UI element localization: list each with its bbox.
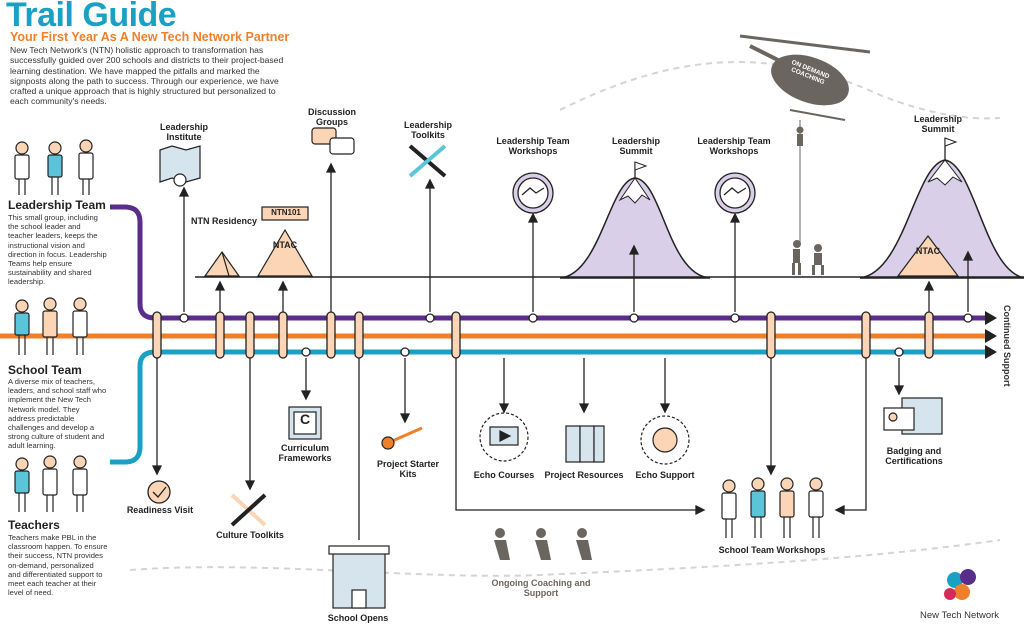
school-team-people-icon xyxy=(721,477,824,538)
role-title-teachers: Teachers xyxy=(8,518,60,532)
runners-icon xyxy=(494,528,592,560)
trail-capsules xyxy=(152,311,934,359)
label-echo-courses: Echo Courses xyxy=(473,470,535,480)
brand-name: New Tech Network xyxy=(920,610,1000,621)
echo-support-icon xyxy=(640,415,690,465)
handshake-icon-2 xyxy=(714,172,756,214)
label-school-opens: School Opens xyxy=(327,613,389,623)
label-leadership-summit-2: Leadership Summit xyxy=(913,114,962,134)
label-curriculum-frameworks: Curriculum Frameworks xyxy=(278,443,332,463)
school-building-icon xyxy=(328,545,390,609)
label-badging-certifications: Badging and Certifications xyxy=(885,446,943,466)
trail-teal xyxy=(110,349,985,465)
curriculum-letter: C xyxy=(299,411,311,427)
label-school-team-workshops: School Team Workshops xyxy=(718,545,826,555)
people-icon xyxy=(14,139,94,512)
label-leadership-team-workshops-2: Leadership Team Workshops xyxy=(697,136,771,156)
label-readiness-visit: Readiness Visit xyxy=(126,505,194,515)
role-title-school-team: School Team xyxy=(8,363,82,377)
badge-icon xyxy=(883,397,943,435)
label-leadership-institute: Leadership Institute xyxy=(159,122,208,142)
up-arrows xyxy=(178,162,974,312)
match-icon xyxy=(381,426,423,450)
label-leadership-toolkits: Leadership Toolkits xyxy=(403,120,452,140)
dashed-path-bottom xyxy=(129,539,1001,577)
tools-icon xyxy=(408,144,447,178)
echo-courses-icon xyxy=(479,412,529,462)
trail-purple xyxy=(110,204,985,321)
label-culture-toolkits: Culture Toolkits xyxy=(216,530,284,540)
tent-sign-ntn101: NTN101 xyxy=(271,208,301,217)
tent-sign-ntac: NTAC xyxy=(272,240,298,250)
helicopter-icon xyxy=(739,34,871,121)
trail-stops xyxy=(179,313,973,357)
label-leadership-team-workshops-1: Leadership Team Workshops xyxy=(496,136,570,156)
readiness-icon xyxy=(147,480,171,504)
intro-text: New Tech Network's (NTN) holistic approa… xyxy=(10,45,284,107)
label-leadership-summit-1: Leadership Summit xyxy=(611,136,660,156)
culture-tools-icon xyxy=(230,493,267,527)
binders-icon xyxy=(565,425,605,463)
role-desc-teachers: Teachers make PBL in the classroom happe… xyxy=(8,533,108,598)
curriculum-icon xyxy=(288,406,322,440)
label-project-starter-kits: Project Starter Kits xyxy=(376,459,440,479)
role-desc-school-team: A diverse mix of teachers, leaders, and … xyxy=(8,377,107,451)
map-icon xyxy=(159,145,201,187)
role-title-leadership: Leadership Team xyxy=(8,198,106,212)
climber-icon xyxy=(792,120,824,275)
role-desc-leadership: This small group, including the school l… xyxy=(8,213,107,287)
tent-icon xyxy=(203,206,960,277)
tent-sign-ntac-2: NTAC xyxy=(915,246,941,256)
page-title: Trail Guide xyxy=(6,0,177,34)
label-ntn-residency: NTN Residency xyxy=(190,216,258,226)
page-subtitle: Your First Year As A New Tech Network Pa… xyxy=(10,30,290,44)
label-project-resources: Project Resources xyxy=(544,470,624,480)
chat-icon xyxy=(311,127,355,155)
label-discussion-groups: Discussion Groups xyxy=(307,107,356,127)
ntn-logo-icon xyxy=(944,569,976,600)
label-ongoing-coaching: Ongoing Coaching and Support xyxy=(491,578,591,598)
handshake-icon xyxy=(512,172,554,214)
dashed-path-top xyxy=(559,61,1001,120)
label-continued-support: Continued Support xyxy=(1002,305,1012,387)
down-arrows xyxy=(151,358,905,540)
label-echo-support: Echo Support xyxy=(635,470,695,480)
